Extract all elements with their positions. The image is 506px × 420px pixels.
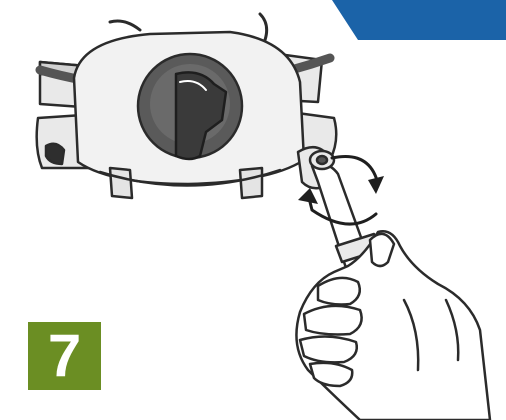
syringe-tip-inner [317, 156, 327, 164]
device-side-button [46, 144, 64, 164]
device-bottom-tab-right [240, 168, 262, 198]
rotate-arrow-top-head [368, 176, 384, 194]
hand-illustration [296, 231, 490, 420]
hand-finger-1 [318, 278, 360, 305]
hand-finger-4 [310, 363, 352, 386]
rotate-arrow-bottom-head [298, 188, 318, 204]
device-bottom-tab-left [110, 168, 132, 198]
hand-finger-3 [300, 336, 357, 362]
device-illustration [37, 14, 337, 198]
step-number: 7 [28, 322, 101, 390]
hand-finger-2 [304, 306, 362, 335]
corner-banner [332, 0, 506, 40]
